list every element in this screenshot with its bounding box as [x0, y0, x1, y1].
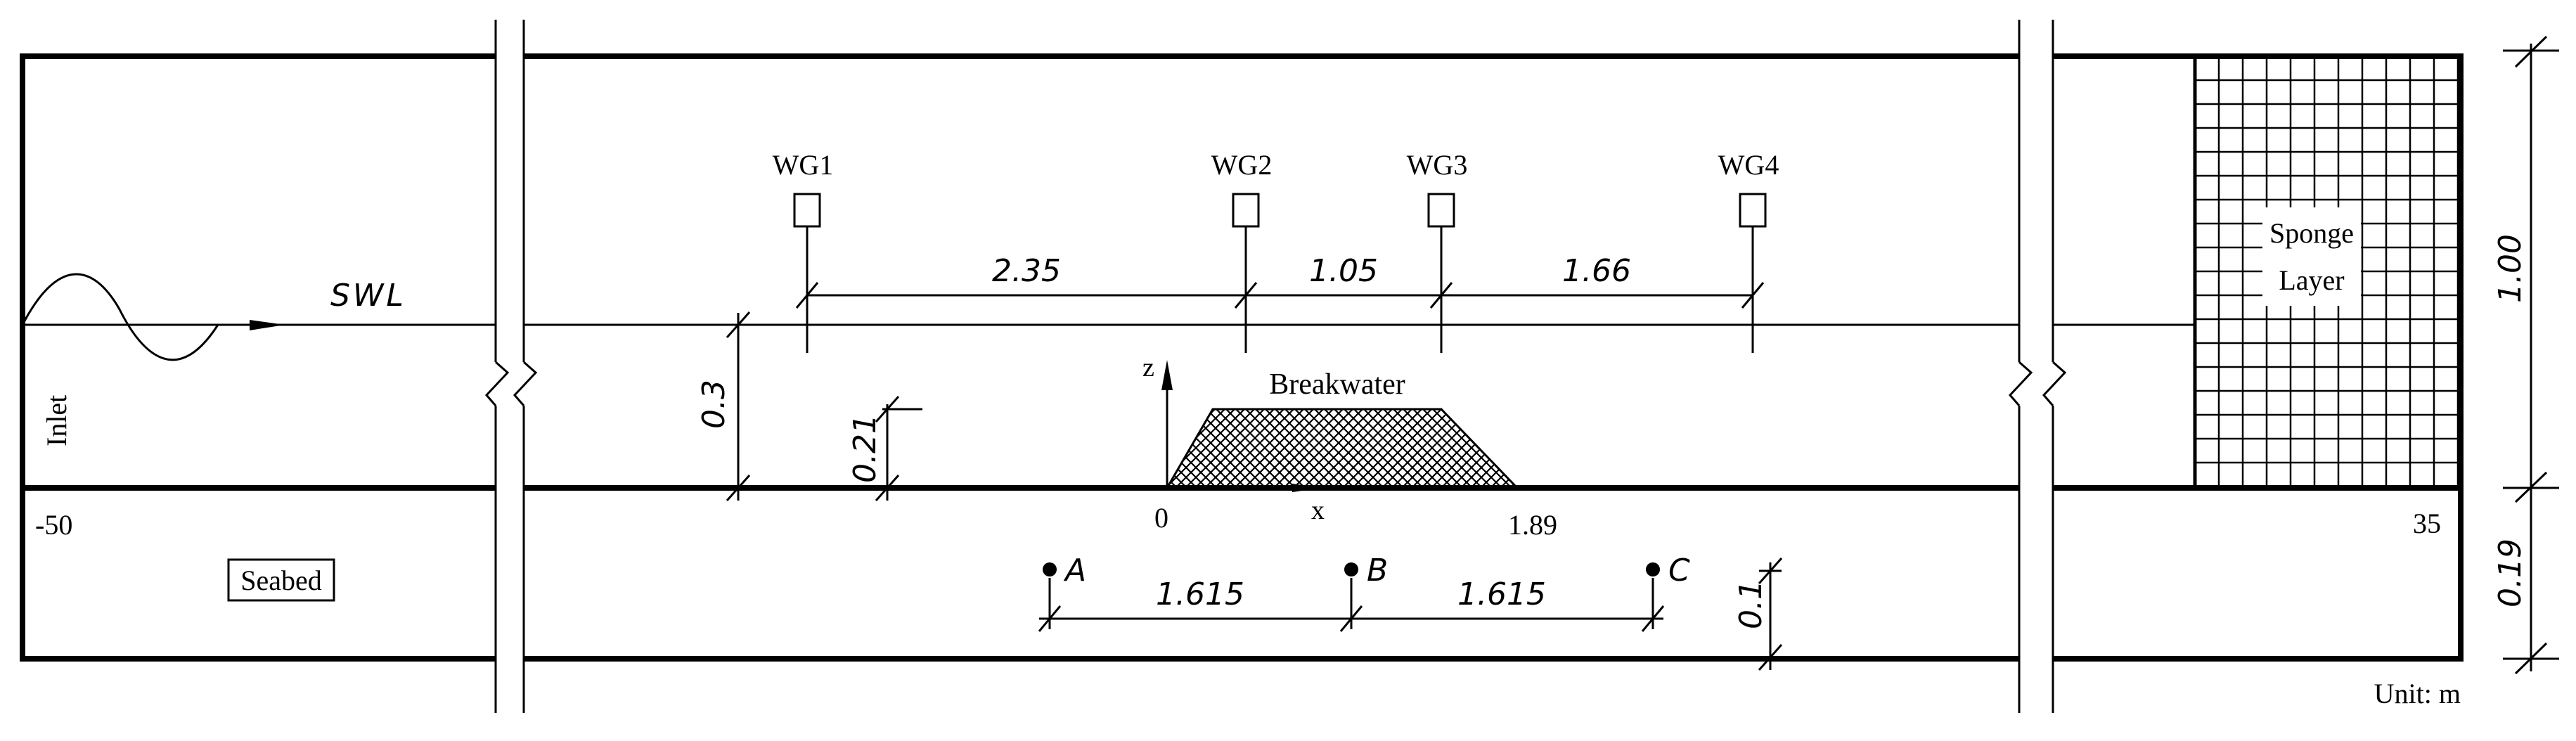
- channel-outline: [20, 53, 2464, 662]
- sponge-label-line1: Sponge: [2269, 217, 2354, 249]
- point-spacing-dimension: [1038, 578, 1665, 632]
- sponge-label-line2: Layer: [2279, 264, 2344, 296]
- breakwater-shape: [1165, 408, 1520, 489]
- point-spacing-2: 1.615: [1457, 576, 1546, 612]
- point-spacing-1: 1.615: [1156, 576, 1244, 612]
- point-b-marker: [1344, 562, 1358, 576]
- wave-gauge-label-wg4: WG4: [1718, 149, 1779, 181]
- point-depth-label: 0.1: [1733, 580, 1769, 629]
- break-mark-left: [484, 20, 538, 713]
- gauge-spacing-3: 1.66: [1562, 253, 1631, 289]
- break-mark-right: [2008, 20, 2067, 713]
- seabed-label-box: [227, 558, 335, 602]
- swl-label: SWL: [330, 278, 406, 314]
- point-a-marker: [1043, 562, 1057, 576]
- gauge-spacing-2: 1.05: [1309, 253, 1378, 289]
- z-axis-label: z: [1142, 353, 1154, 382]
- coord-right-end: 35: [2413, 508, 2441, 539]
- wave-gauge-wg4: [1739, 193, 1767, 353]
- wave-gauge-label-wg2: WG2: [1211, 149, 1273, 181]
- x-axis-arrow: [1292, 484, 1322, 492]
- seabed-depth-label: 0.19: [2492, 539, 2528, 607]
- point-b-label: B: [1367, 553, 1388, 588]
- breakwater-height-label: 0.21: [847, 414, 883, 483]
- unit-note: Unit: m: [2374, 678, 2461, 709]
- breakwater-height-dimension: [875, 396, 922, 501]
- coord-origin: 0: [1154, 502, 1168, 534]
- wave-gauge-label-wg1: WG1: [773, 149, 834, 181]
- point-c-marker: [1646, 562, 1660, 576]
- coord-left-end: -50: [35, 509, 72, 541]
- point-depth-dimension: [1758, 558, 1783, 671]
- domain-height-dimension: [2503, 35, 2559, 503]
- measurement-points: [1043, 562, 1660, 576]
- point-a-label: A: [1063, 553, 1086, 588]
- wave-gauge-wg2: [1232, 193, 1260, 353]
- wave-gauge-label-wg3: WG3: [1407, 149, 1468, 181]
- seabed-label: Seabed: [240, 565, 322, 596]
- sponge-layer: [2193, 54, 2463, 490]
- domain-height-label: 1.00: [2492, 234, 2528, 303]
- water-depth-dimension: [726, 311, 751, 501]
- wave-gauge-wg3: [1427, 193, 1455, 353]
- gauge-spacing-1: 2.35: [992, 253, 1061, 289]
- breakwater-label: Breakwater: [1269, 368, 1405, 401]
- x-axis-label: x: [1311, 496, 1325, 525]
- point-c-label: C: [1668, 553, 1690, 588]
- inlet-label: Inlet: [41, 395, 72, 446]
- incident-wave: [21, 273, 285, 361]
- wave-gauge-wg1: [793, 193, 821, 353]
- wave-gauges: [793, 193, 1767, 353]
- gauge-spacing-dimension: [795, 282, 1765, 309]
- coord-breakwater-end: 1.89: [1508, 509, 1557, 541]
- z-axis: [1161, 360, 1173, 488]
- water-depth-label: 0.3: [696, 380, 732, 429]
- seabed-depth-dimension: [2503, 488, 2559, 675]
